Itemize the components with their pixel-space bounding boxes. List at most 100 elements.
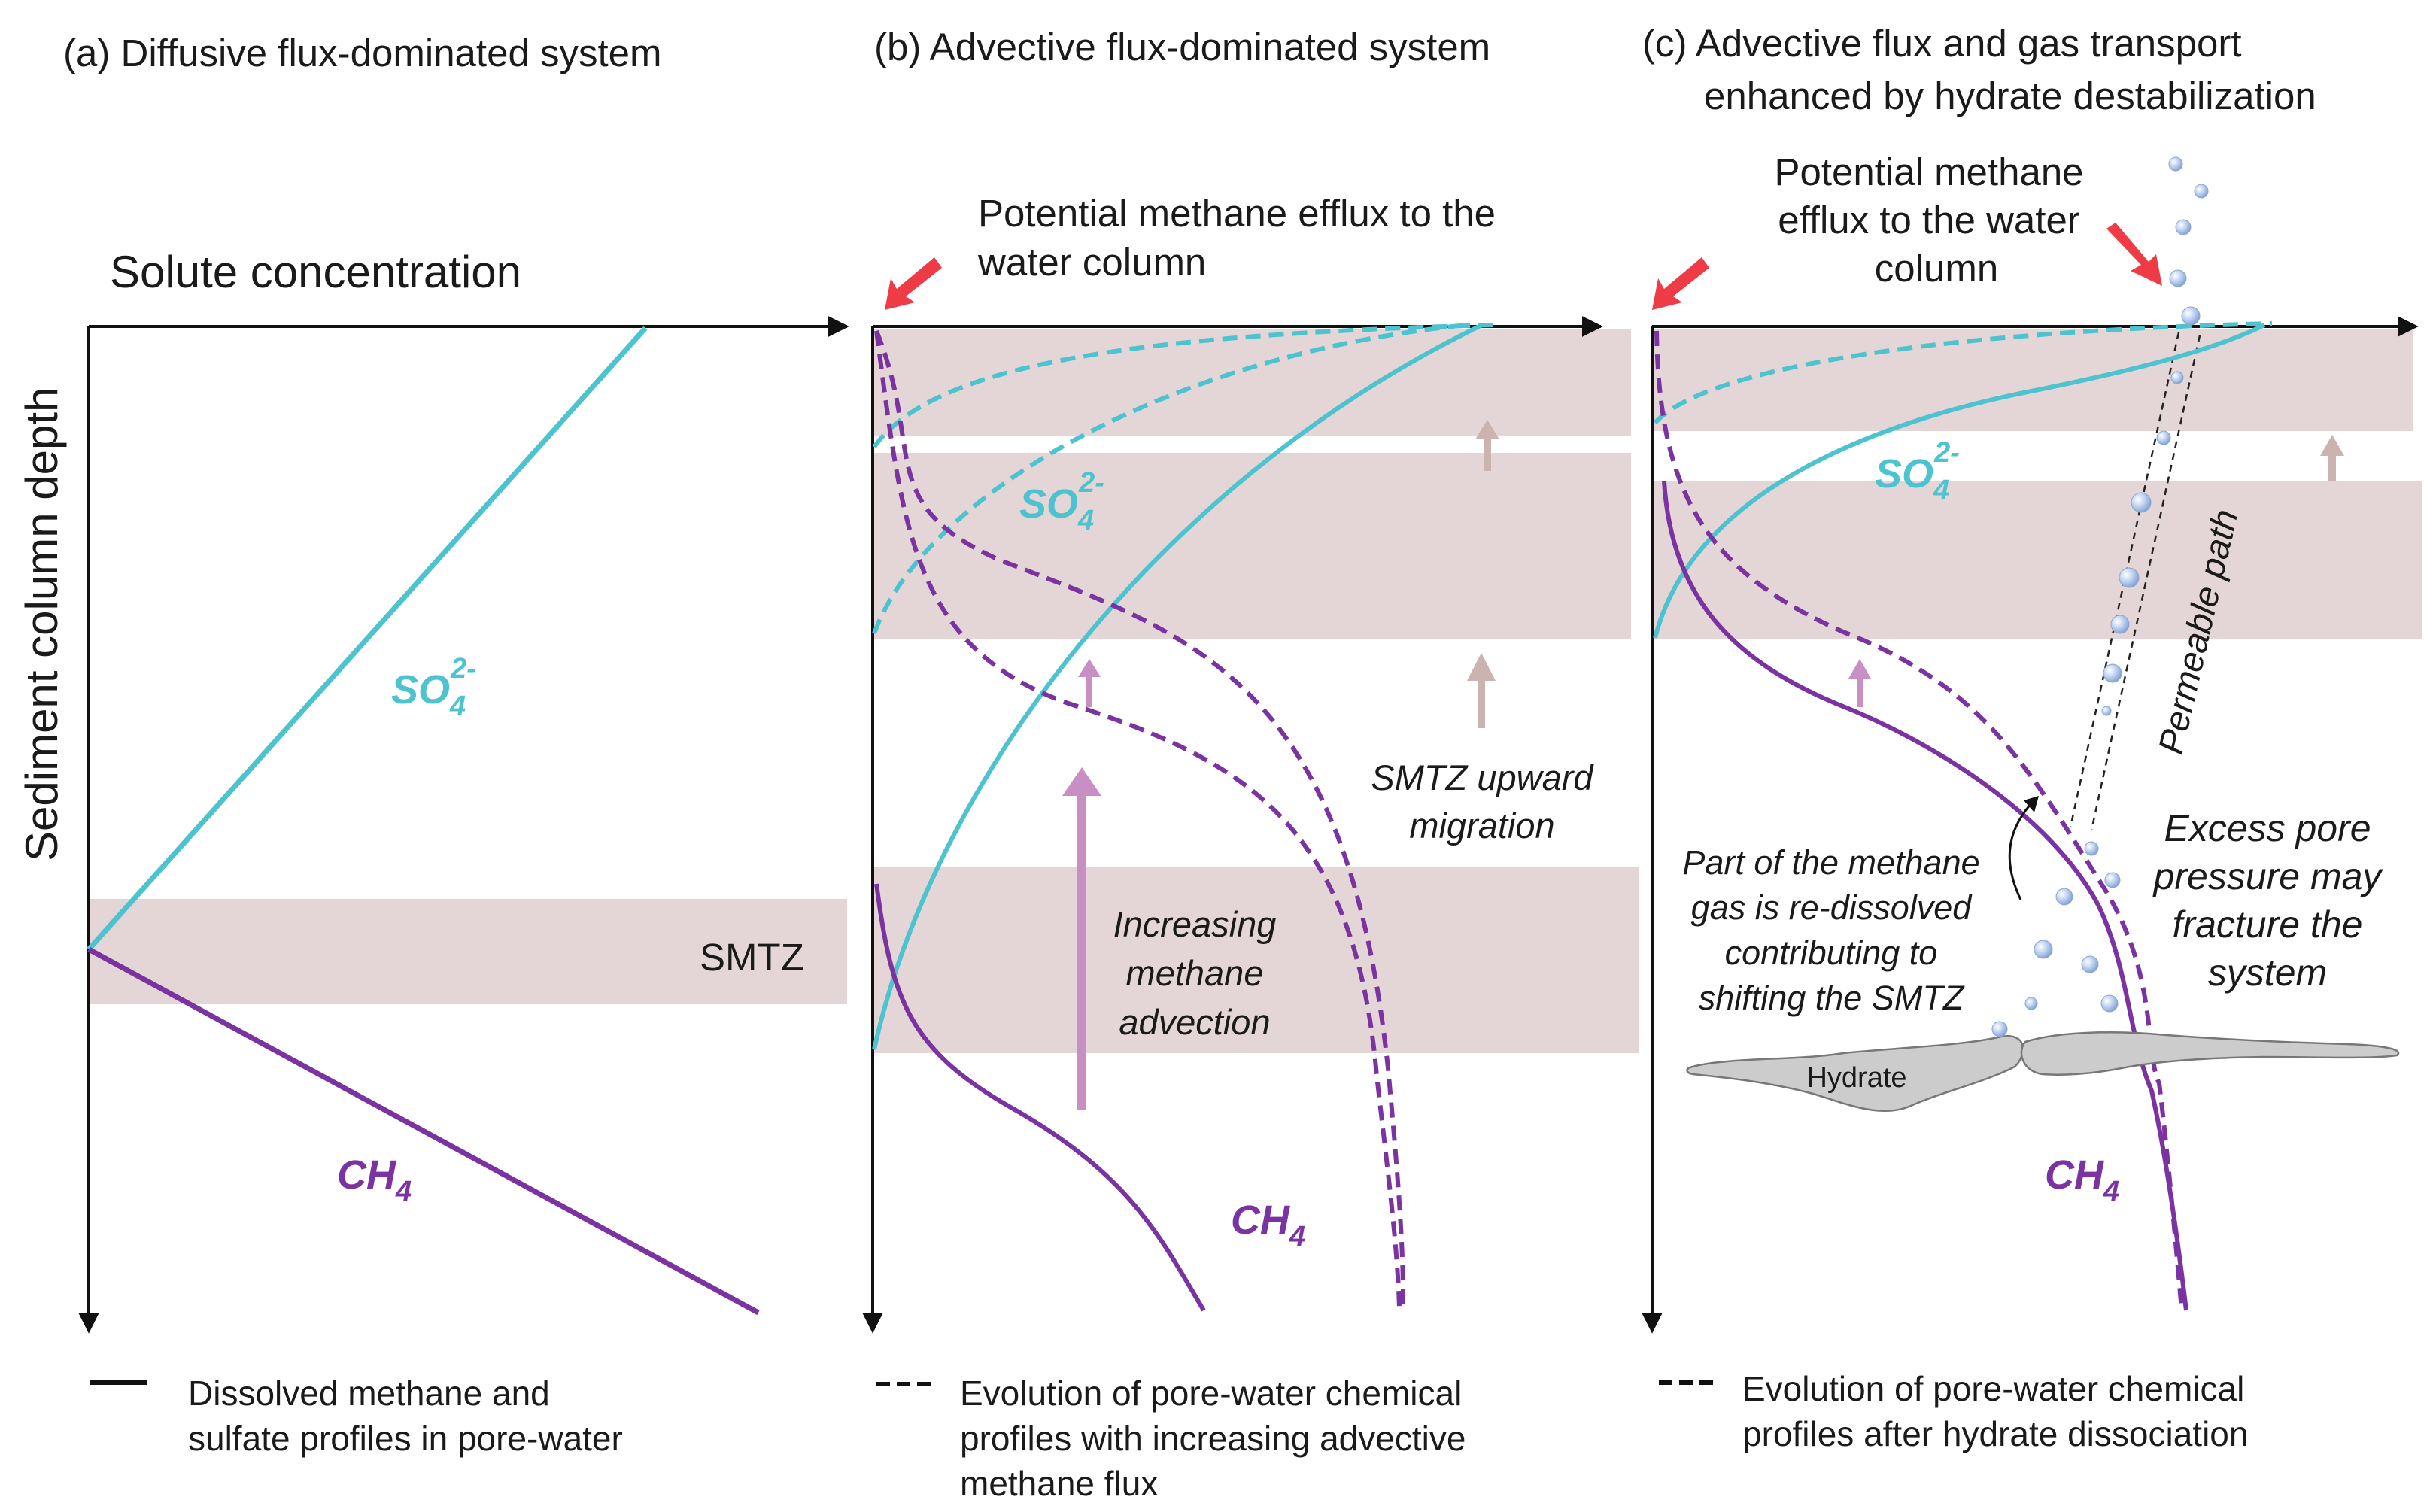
efflux-arrow-c-left	[1652, 257, 1709, 310]
bubble	[2194, 184, 2209, 199]
redissolve-arrowhead	[2024, 796, 2039, 812]
sulfate-dashed-b-2	[872, 323, 1468, 635]
sulfate-dashed-b-1	[872, 323, 1494, 448]
redissolved-text-line3: contributing to	[1725, 934, 1938, 972]
bubble	[2175, 219, 2192, 235]
panel-c-title-line2: enhanced by hydrate destabilization	[1704, 74, 2316, 117]
advection-arrow	[1062, 767, 1101, 1110]
bubble	[2101, 706, 2112, 716]
advection-text-line2: methane	[1126, 953, 1264, 993]
hydrate-right	[2020, 1031, 2400, 1076]
methane-label-a: CH4	[337, 1152, 412, 1207]
pore-pressure-text-line2: pressure may	[2152, 855, 2384, 897]
efflux-text-c-line2: efflux to the water	[1778, 199, 2080, 241]
efflux-text-c-line1: Potential methane	[1774, 150, 2083, 193]
methane-profile-a	[87, 946, 760, 1316]
legend-a-line2: sulfate profiles in pore-water	[188, 1419, 623, 1458]
sulfate-label-c: SO42-	[1875, 437, 1960, 506]
bubble	[2156, 430, 2171, 445]
smtz-arrow-c-methane	[1848, 659, 1871, 707]
gas-bubbles	[1991, 156, 2209, 1037]
methane-dashed-b-1	[874, 329, 1406, 1310]
smtz-band-c-mid	[1652, 481, 2422, 639]
bubble	[2081, 955, 2099, 973]
legend-c: Evolution of pore-water chemical profile…	[1659, 1369, 2248, 1453]
sulfate-solid-b	[872, 323, 1484, 1050]
bubble	[2034, 940, 2053, 959]
advection-text-line1: Increasing	[1113, 904, 1277, 944]
bubble	[2181, 306, 2201, 326]
bubble	[2119, 567, 2140, 588]
redissolve-curved-arrow	[2008, 803, 2033, 900]
smtz-band-b-low	[871, 867, 1639, 1053]
panel-c: Hydrate	[1642, 150, 2422, 1334]
sulfate-solid-c	[1653, 323, 2266, 639]
methane-dashed-b-2	[874, 330, 1402, 1310]
hydrate-left	[1686, 1034, 2024, 1113]
efflux-arrow-b	[885, 257, 942, 310]
bubble	[2104, 872, 2121, 888]
legend-b: Evolution of pore-water chemical profile…	[876, 1374, 1466, 1503]
sulfate-dashed-c	[1653, 321, 2273, 425]
bubble	[2168, 156, 2183, 172]
pore-pressure-text-line4: system	[2208, 952, 2327, 994]
smtz-migration-text-line2: migration	[1409, 806, 1554, 846]
bubble	[2110, 615, 2130, 634]
sulfate-label-b: SO42-	[1019, 467, 1104, 536]
smtz-band-c-top	[1652, 329, 2413, 431]
bubble	[2100, 994, 2119, 1013]
x-axis-label: Solute concentration	[110, 247, 521, 297]
permeable-path-edge-right	[2090, 335, 2201, 831]
smtz-migration-text-line1: SMTZ upward	[1371, 758, 1594, 797]
redissolved-text-line1: Part of the methane	[1682, 843, 1979, 882]
bubble	[2169, 269, 2187, 287]
legend-a: Dissolved methane and sulfate profiles i…	[90, 1374, 623, 1458]
panel-b: Potential methane efflux to the water co…	[862, 192, 1639, 1334]
methane-dashed-c	[1654, 330, 2184, 1311]
efflux-text-c-line3: column	[1875, 247, 1998, 290]
legend-a-line1: Dissolved methane and	[188, 1374, 550, 1413]
hydrate-label: Hydrate	[1806, 1062, 1906, 1094]
legend-b-line1: Evolution of pore-water chemical	[960, 1374, 1462, 1413]
legend-b-line3: methane flux	[960, 1464, 1158, 1503]
bubble	[2024, 997, 2038, 1010]
efflux-text-b-line2: water column	[977, 241, 1206, 284]
sulfate-profile-a	[87, 326, 648, 952]
methane-label-c: CH4	[2045, 1152, 2119, 1207]
bubble	[2131, 492, 2152, 513]
legend-b-line2: profiles with increasing advective	[960, 1419, 1466, 1458]
bubble	[2103, 663, 2122, 683]
smtz-arrow-c-top	[2320, 435, 2344, 481]
methane-solid-b	[874, 883, 1206, 1312]
bubble	[2055, 888, 2073, 906]
methane-label-b: CH4	[1231, 1198, 1305, 1252]
panel-a: Solute concentration Sediment column dep…	[17, 247, 849, 1334]
legend-c-line1: Evolution of pore-water chemical	[1742, 1369, 2244, 1408]
efflux-text-b-line1: Potential methane efflux to the	[978, 192, 1496, 235]
bubble	[1991, 1021, 2008, 1037]
smtz-arrow-b-mid	[1467, 653, 1496, 728]
pore-pressure-text-line1: Excess pore	[2164, 807, 2371, 849]
sulfate-label-a: SO42-	[391, 653, 476, 722]
redissolved-text-line4: shifting the SMTZ	[1699, 979, 1965, 1017]
smtz-band-b-top	[871, 329, 1631, 436]
panel-b-title: (b) Advective flux-dominated system	[874, 26, 1490, 68]
y-axis-label: Sediment column depth	[17, 387, 67, 861]
pore-pressure-text-line3: fracture the	[2173, 903, 2363, 946]
smtz-label: SMTZ	[700, 936, 804, 979]
advection-text-line3: advection	[1119, 1002, 1270, 1042]
panel-c-title-line1: (c) Advective flux and gas transport	[1642, 22, 2242, 65]
legend-c-line2: profiles after hydrate dissociation	[1742, 1414, 2248, 1453]
bubble	[2170, 371, 2184, 384]
bubble	[2084, 841, 2099, 856]
methane-solid-c	[1662, 481, 2188, 1311]
smtz-arrow-b-top	[1475, 420, 1499, 471]
efflux-arrow-c-right	[2106, 223, 2162, 286]
panel-a-title: (a) Diffusive flux-dominated system	[63, 32, 662, 74]
smtz-band-a	[89, 899, 847, 1004]
redissolved-text-line2: gas is re-dissolved	[1691, 888, 1973, 927]
smtz-arrow-b-small	[1078, 659, 1101, 707]
smtz-band-b-mid	[871, 453, 1631, 639]
